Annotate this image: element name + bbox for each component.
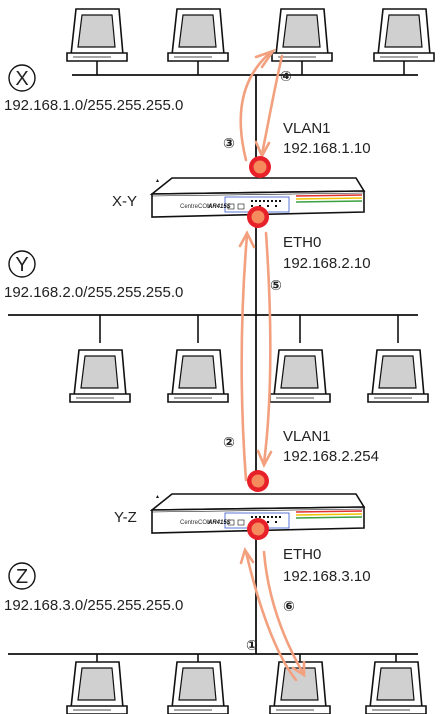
step-labels: ③ ④ ② ⑤ ① ⑥ (223, 68, 295, 653)
crt-monitor-computer-icon (271, 8, 333, 62)
crt-monitor-computer-icon (373, 8, 435, 62)
port-labels: VLAN1 192.168.1.10 ETH0 192.168.2.10 VLA… (283, 120, 379, 585)
active-port-marker-icon (247, 518, 269, 540)
flow-arrow-6 (262, 550, 305, 675)
crt-monitor-computer-icon (69, 349, 131, 403)
router-y-z: CentreCOM AR415S (151, 493, 365, 534)
crt-monitor-computer-icon (167, 8, 229, 62)
network-y-computers (69, 349, 429, 403)
bus-lines (8, 74, 418, 655)
flow-arrowhead-2 (238, 230, 256, 249)
network-x-subnet: 192.168.1.0/255.255.255.0 (4, 97, 183, 114)
step-4-label: ④ (280, 68, 292, 84)
flow-arrowhead-1 (239, 547, 255, 565)
flow-arrowhead-6 (291, 660, 306, 678)
flow-arrowhead-3 (254, 48, 277, 69)
packet-flow-arrows (238, 48, 306, 682)
flow-arrow-1 (244, 550, 298, 682)
router-x-y-label: X-Y (112, 193, 137, 210)
x-y-vlan1-name: VLAN1 (283, 120, 331, 137)
x-y-vlan1-ip: 192.168.1.10 (283, 140, 371, 157)
network-y-subnet: 192.168.2.0/255.255.255.0 (4, 284, 183, 301)
active-port-marker-icon (247, 470, 269, 492)
crt-monitor-computer-icon (167, 661, 229, 714)
router-y-z-brand: CentreCOM (180, 520, 212, 526)
y-z-vlan1-ip: 192.168.2.254 (283, 448, 379, 465)
network-y-letter: Y (15, 254, 28, 276)
crt-monitor-computer-icon (66, 8, 128, 62)
x-y-eth0-name: ETH0 (283, 234, 321, 251)
crt-monitor-computer-icon (367, 349, 429, 403)
step-6-label: ⑥ (283, 598, 295, 614)
network-y-label: Y 192.168.2.0/255.255.255.0 (4, 250, 183, 301)
flow-arrow-4 (260, 54, 284, 156)
port-markers (247, 156, 271, 540)
flow-arrowhead-4 (254, 140, 271, 159)
network-x-label: X 192.168.1.0/255.255.255.0 (4, 64, 183, 114)
router-x-y-brand: CentreCOM (180, 204, 212, 210)
flow-arrow-2 (240, 233, 249, 482)
crt-monitor-computer-icon (66, 661, 128, 714)
flow-arrow-3 (239, 50, 273, 162)
network-x-computers (66, 8, 435, 62)
network-z-subnet: 192.168.3.0/255.255.255.0 (4, 597, 183, 614)
y-z-eth0-name: ETH0 (283, 546, 321, 563)
network-z-computers (66, 661, 427, 714)
x-y-eth0-ip: 192.168.2.10 (283, 255, 371, 272)
crt-monitor-computer-icon (365, 661, 427, 714)
y-z-eth0-ip: 192.168.3.10 (283, 568, 371, 585)
active-port-marker-icon (247, 206, 269, 228)
network-z-label: Z 192.168.3.0/255.255.255.0 (4, 562, 183, 614)
step-2-label: ② (223, 434, 235, 450)
network-z-letter: Z (16, 566, 28, 588)
step-3-label: ③ (223, 135, 235, 151)
active-port-marker-icon (249, 156, 271, 178)
router-y-z-model: AR415S (207, 520, 231, 526)
y-z-vlan1-name: VLAN1 (283, 428, 331, 445)
network-x-letter: X (15, 68, 28, 90)
router-x-y-model: AR415S (207, 204, 231, 210)
crt-monitor-computer-icon (167, 349, 229, 403)
flow-arrowhead-5 (256, 449, 273, 468)
flow-arrow-5 (262, 231, 272, 465)
step-5-label: ⑤ (270, 277, 282, 293)
crt-monitor-computer-icon (269, 349, 331, 403)
step-1-label: ① (246, 637, 258, 653)
router-x-y: CentreCOM AR415S (151, 177, 365, 218)
router-y-z-label: Y-Z (114, 509, 137, 526)
